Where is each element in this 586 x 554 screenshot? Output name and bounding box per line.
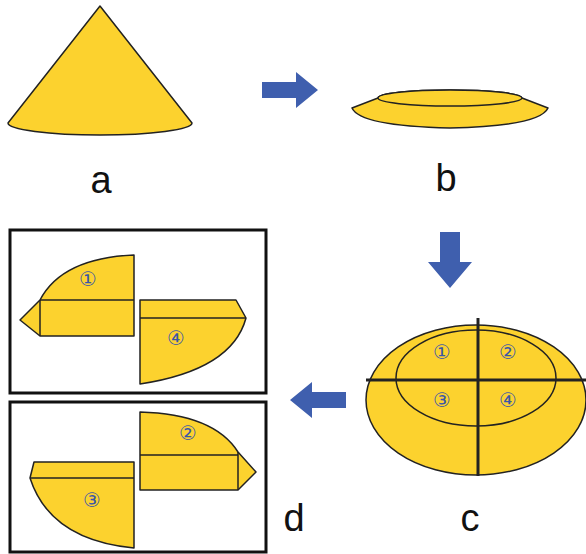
- panel: [10, 402, 266, 552]
- piece: [20, 255, 134, 336]
- disk-top: [378, 90, 522, 106]
- callout-number: ③: [433, 390, 451, 410]
- callout-number: ④: [499, 390, 517, 410]
- caption-letter: a: [90, 161, 111, 199]
- cone: [8, 6, 192, 135]
- piece: [140, 412, 256, 490]
- cut-line: [477, 318, 480, 476]
- panel: [10, 230, 266, 393]
- piece: [140, 300, 246, 384]
- callout-number: ①: [433, 342, 451, 362]
- piece: [30, 462, 134, 548]
- disk-outer: [366, 325, 586, 475]
- callout-number: ④: [167, 328, 185, 348]
- caption-letter: d: [283, 499, 304, 537]
- flat-disk: [352, 90, 548, 128]
- callout-number: ②: [499, 342, 517, 362]
- disk-top: [396, 330, 556, 426]
- callout-number: ②: [179, 423, 197, 443]
- cut-line: [366, 379, 586, 382]
- process-arrows: [262, 72, 472, 418]
- callout-number: ①: [79, 269, 97, 289]
- caption-letter: b: [435, 159, 456, 197]
- caption-letter: c: [461, 499, 480, 537]
- callout-number: ③: [83, 490, 101, 510]
